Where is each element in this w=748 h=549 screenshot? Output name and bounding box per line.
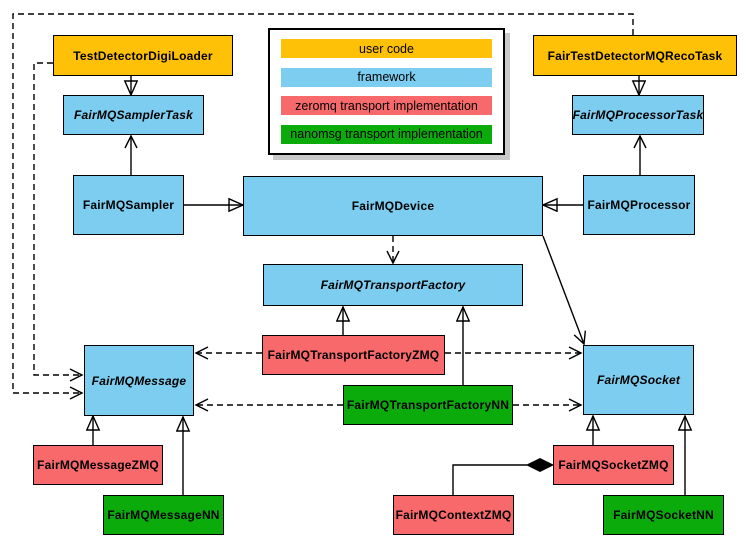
- node-fairmqprocessortask: FairMQProcessorTask: [572, 95, 704, 135]
- node-fairmqcontextzmq: FairMQContextZMQ: [393, 495, 514, 535]
- node-fairmqtransportfactoryzmq: FairMQTransportFactoryZMQ: [262, 335, 445, 375]
- node-fairmqprocessor: FairMQProcessor: [583, 175, 695, 235]
- node-fairmqsocketnn: FairMQSocketNN: [603, 495, 724, 535]
- node-fairmqmessage: FairMQMessage: [84, 345, 194, 416]
- edge-dependency-digiloader-message: [33, 62, 84, 382]
- legend: user code framework zeromq transport imp…: [268, 28, 505, 155]
- node-fairmqsocketzmq: FairMQSocketZMQ: [553, 445, 674, 485]
- legend-item-user-code: user code: [281, 39, 492, 58]
- node-fairmqmessagezmq: FairMQMessageZMQ: [33, 445, 163, 485]
- edge-dependency-recotask-message: [12, 13, 634, 400]
- node-testdetectordigiloader: TestDetectorDigiLoader: [53, 35, 233, 76]
- node-fairmqsamplertask: FairMQSamplerTask: [63, 95, 204, 135]
- node-fairmqmessagenn: FairMQMessageNN: [103, 495, 224, 535]
- legend-item-zeromq: zeromq transport implementation: [281, 96, 492, 116]
- node-fairmqtransportfactory: FairMQTransportFactory: [263, 264, 523, 306]
- node-fairtestdetectormqrecotask: FairTestDetectorMQRecoTask: [533, 35, 737, 76]
- node-fairmqsampler: FairMQSampler: [73, 175, 184, 235]
- edge-association-device-socket: [542, 235, 587, 346]
- node-fairmqsocket: FairMQSocket: [583, 345, 694, 415]
- node-fairmqdevice: FairMQDevice: [243, 176, 543, 236]
- edge-composition-contextzmq-socketzmq: [452, 464, 527, 495]
- legend-item-framework: framework: [281, 67, 492, 87]
- legend-item-nanomsg: nanomsg transport implementation: [281, 124, 492, 144]
- node-fairmqtransportfactorynn: FairMQTransportFactoryNN: [343, 385, 513, 425]
- composition-diamond-icon: [525, 457, 555, 473]
